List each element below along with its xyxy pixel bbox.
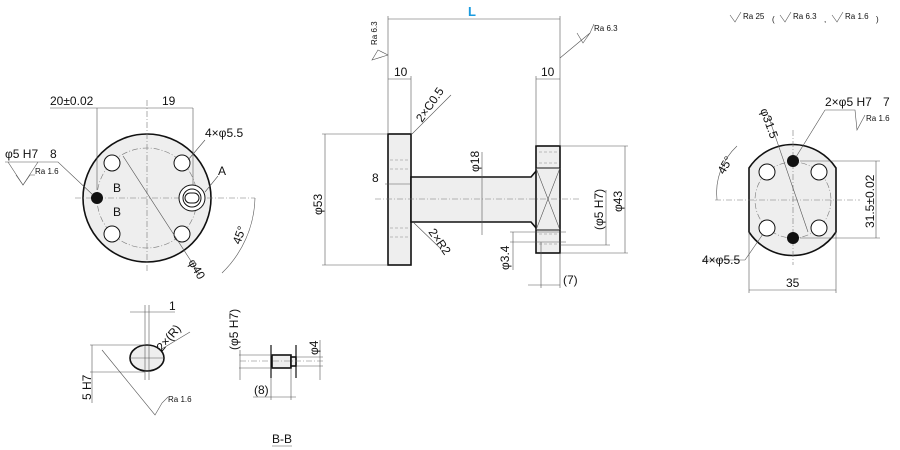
pcd-label: φ40 [185, 257, 208, 283]
pin-ra: Ra 1.6 [866, 114, 890, 123]
ra-right: Ra 6.3 [594, 24, 618, 33]
label-b: B [113, 205, 121, 219]
width-label: 5 H7 [80, 374, 94, 400]
roughness-legend: Ra 25 ( Ra 6.3 , Ra 1.6 ) [729, 11, 879, 24]
pcd-label: φ31.5 [757, 106, 781, 140]
dim-8: (8) [254, 383, 269, 397]
fillet-label: 2×R2 [426, 226, 454, 258]
pitch-label: 31.5±0.02 [863, 174, 877, 228]
front-view: 20±0.02 19 4×φ5.5 A B B φ5 H7 8 Ra 1.6 4… [5, 94, 256, 283]
pin-depth: 8 [50, 147, 57, 161]
dia-4: φ4 [307, 340, 321, 355]
svg-text:Ra 6.3: Ra 6.3 [793, 12, 817, 21]
pin-hole [787, 155, 799, 167]
dim-8: 8 [372, 171, 379, 185]
bolt-holes [103, 154, 191, 243]
pin-hole [91, 192, 103, 204]
pin-holes-label: 2×φ5 H7 [825, 95, 872, 109]
dia-5h7: (φ5 H7) [227, 309, 241, 350]
dia-3-4: φ3.4 [498, 245, 512, 270]
end-view: Ra 25 ( Ra 6.3 , Ra 1.6 ) 2×φ5 H7 7 Ra 1… [702, 11, 890, 293]
dim-19: 19 [162, 94, 176, 108]
angle-label: 45° [230, 224, 249, 246]
pin-depth: 7 [883, 95, 890, 109]
dia-43: φ43 [611, 191, 625, 212]
left-flange [387, 133, 412, 266]
dia-5h7: (φ5 H7) [592, 189, 606, 230]
holes-label: 4×φ5.5 [702, 253, 740, 267]
ra-left: Ra 6.3 [370, 21, 379, 45]
radius-label: 2×(R) [154, 322, 184, 354]
label-b: B [113, 181, 121, 195]
pin-ra: Ra 1.6 [35, 167, 59, 176]
dim-7: (7) [563, 273, 578, 287]
holes-label: 4×φ5.5 [205, 126, 243, 140]
dia-53: φ53 [311, 194, 325, 215]
ra-label: Ra 1.6 [168, 395, 192, 404]
svg-text:Ra 25: Ra 25 [743, 12, 765, 21]
detail-a: 1 2×(R) 5 H7 Ra 1.6 [80, 299, 192, 416]
section-bb: (φ5 H7) φ4 (8) B-B [227, 309, 325, 447]
pin-hole [787, 232, 799, 244]
width-label: 35 [786, 276, 800, 290]
slot-a [178, 184, 206, 212]
svg-text:,: , [824, 15, 826, 24]
bolt-holes [758, 163, 828, 237]
length-label: L [468, 4, 476, 19]
shaft [410, 167, 538, 232]
label-a: A [218, 164, 226, 178]
pin-hole-label: φ5 H7 [5, 147, 38, 161]
right-flange-width: 10 [541, 65, 555, 79]
dim-1: 1 [169, 299, 176, 313]
svg-text:Ra 1.6: Ra 1.6 [845, 12, 869, 21]
svg-text:): ) [876, 15, 879, 24]
dia-18: φ18 [468, 151, 482, 172]
side-view: L Ra 6.3 Ra 6.3 10 10 2×C0.5 φ53 8 φ18 2… [311, 4, 628, 288]
chamfer-label: 2×C0.5 [413, 84, 447, 124]
section-title: B-B [272, 432, 292, 446]
svg-text:(: ( [772, 15, 775, 24]
left-flange-width: 10 [394, 65, 408, 79]
angle-label: 45° [714, 154, 735, 177]
dim-offset: 20±0.02 [50, 94, 94, 108]
